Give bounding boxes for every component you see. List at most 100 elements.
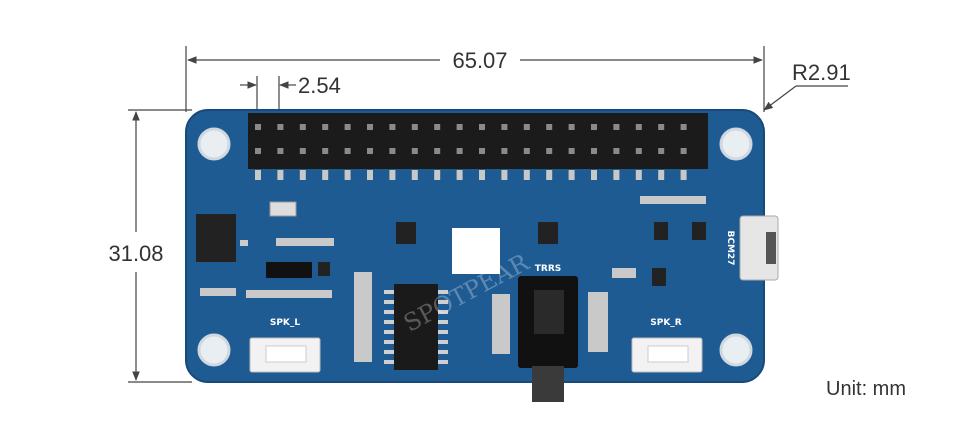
header-pin [434,148,441,154]
unit-label: Unit: mm [826,378,906,400]
header-pad [255,170,261,180]
header-pin [456,124,463,130]
header-pin [367,124,373,130]
radius-label: R2.91 [792,60,851,85]
ic-left [196,214,236,262]
header-pad [613,170,620,180]
pitch-label: 2.54 [298,73,341,98]
ic-pin [438,360,448,364]
bcm27-button-actuator [766,232,776,264]
header-pad [367,170,373,180]
header-pin [277,124,284,130]
crystal [269,201,297,217]
header-pin [411,124,418,130]
ic-pin [438,290,448,294]
ic-pin [384,290,394,294]
header-pin [277,148,284,154]
passive-col-center [492,294,510,354]
header-pin [568,124,575,130]
header-pin [367,148,373,154]
regulator-left [396,222,416,244]
mounting-hole-top-left [197,127,231,161]
regulator-right [538,222,558,244]
header-pin [613,148,620,154]
header-pad [523,170,530,180]
ic-center [394,284,438,370]
header-pad [658,170,665,180]
diode [318,262,330,276]
ic-pin [438,320,448,324]
height-label: 31.08 [108,241,163,266]
ic-pin [384,330,394,334]
transistor-1 [654,222,668,240]
ic-pin [438,300,448,304]
center-pad [452,228,500,274]
mounting-hole-top-right [719,127,753,161]
passive-row-right [640,196,706,204]
header-pin [501,148,508,154]
ic-center-pins [384,290,448,364]
speaker-left-label: SPK_L [270,318,301,328]
header-pin [501,124,508,130]
header-pin [613,124,620,130]
radius-dimension [763,85,848,111]
trrs-jack-face [534,290,564,334]
mounting-hole-bottom-right [719,333,753,367]
ic-pin [384,300,394,304]
header-pin [568,148,575,154]
header-pin [344,148,351,154]
header-pad [277,170,284,180]
header-pin [479,148,485,154]
header-pad [680,170,687,180]
header-pin [546,124,553,130]
ic-pin [384,310,394,314]
trrs-label: TRRS [535,264,561,274]
header-pad [568,170,575,180]
header-pad [299,170,306,180]
header-pin [523,124,530,130]
header-pin [635,148,642,154]
header-pin [479,124,485,130]
header-pad [479,170,485,180]
header-pin [635,124,642,130]
passive-col-left [354,272,372,362]
header-pad [591,170,597,180]
speaker-left-connector: SPK_L [249,318,321,373]
trrs-jack: TRRS [518,264,578,402]
radius-leader-diagonal [763,85,797,111]
header-pin [322,148,329,154]
header-pad [456,170,463,180]
header-pin [299,148,306,154]
mounting-holes [197,127,753,367]
passive-right [612,268,636,278]
bcm27-button: BCM27 [725,215,779,281]
resistor-array [266,262,312,278]
transistor-2 [692,222,706,240]
header-pin [658,148,665,154]
header-pin [456,148,463,154]
ic-pin [384,340,394,344]
header-pin [680,124,687,130]
bcm27-label: BCM27 [725,231,735,266]
passive [240,240,248,246]
speaker-left-socket [265,345,307,363]
pcb-board: TRRS SPK_L SPK_R BCM27 SPOTPEAR [185,109,779,402]
header-pin [591,148,597,154]
speaker-right-label: SPK_R [650,318,682,328]
passive-row-3 [200,288,236,296]
passive-col-right [588,292,608,352]
gpio-header [248,113,708,180]
transistor-3 [652,268,666,286]
mounting-hole-bottom-left [197,333,231,367]
passive-row-1 [276,238,334,246]
ic-pin [438,350,448,354]
header-pin [322,124,329,130]
header-pin [523,148,530,154]
ic-pin [384,350,394,354]
header-pad [344,170,351,180]
header-pad [322,170,329,180]
speaker-right-socket [647,345,689,363]
header-pin [591,124,597,130]
header-pin [434,124,441,130]
